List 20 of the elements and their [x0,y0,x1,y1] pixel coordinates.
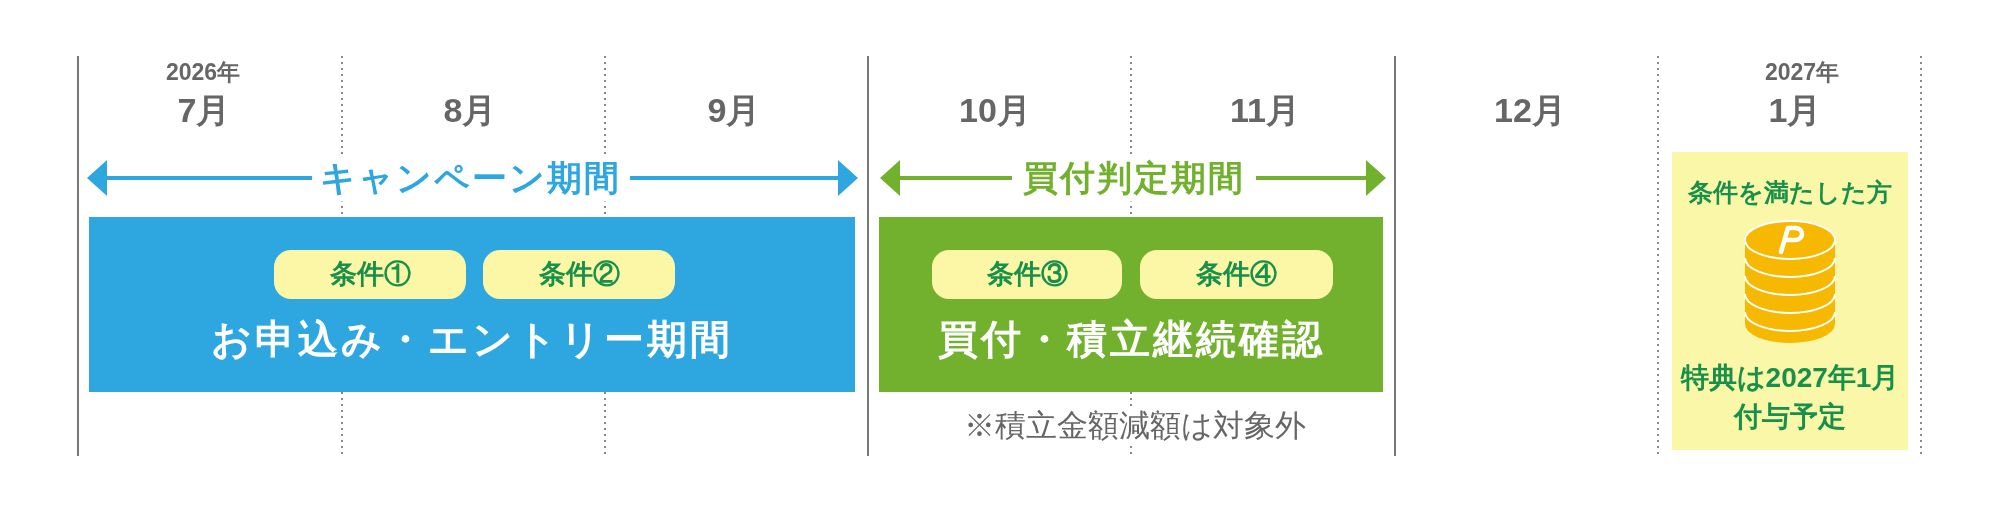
month-label: 11月 [1230,90,1300,131]
condition-tag: 条件① [274,250,466,299]
condition-tag: 条件④ [1140,250,1333,299]
benefit-note: 特典は2027年1月付与予定 [1679,361,1901,434]
year-label: 2026年 [165,57,241,87]
period-bar [879,217,1383,392]
condition-tag: 条件③ [932,250,1122,299]
condition-tag: 条件② [483,250,675,299]
month-label: 8月 [443,90,497,131]
period-bar [89,217,855,392]
month-label: 1月 [1768,90,1822,131]
period-title: お申込み・エントリー期間 [211,316,733,363]
month-label: 12月 [1494,90,1566,131]
benefit-panel [1672,152,1908,450]
month-label: 7月 [177,90,231,131]
year-label: 2027年 [1764,57,1840,87]
period-title: 買付・積立継続確認 [937,316,1325,363]
month-label: 10月 [959,90,1031,131]
panel-heading: 条件を満たした方 [1688,177,1892,207]
month-label: 9月 [707,90,761,131]
